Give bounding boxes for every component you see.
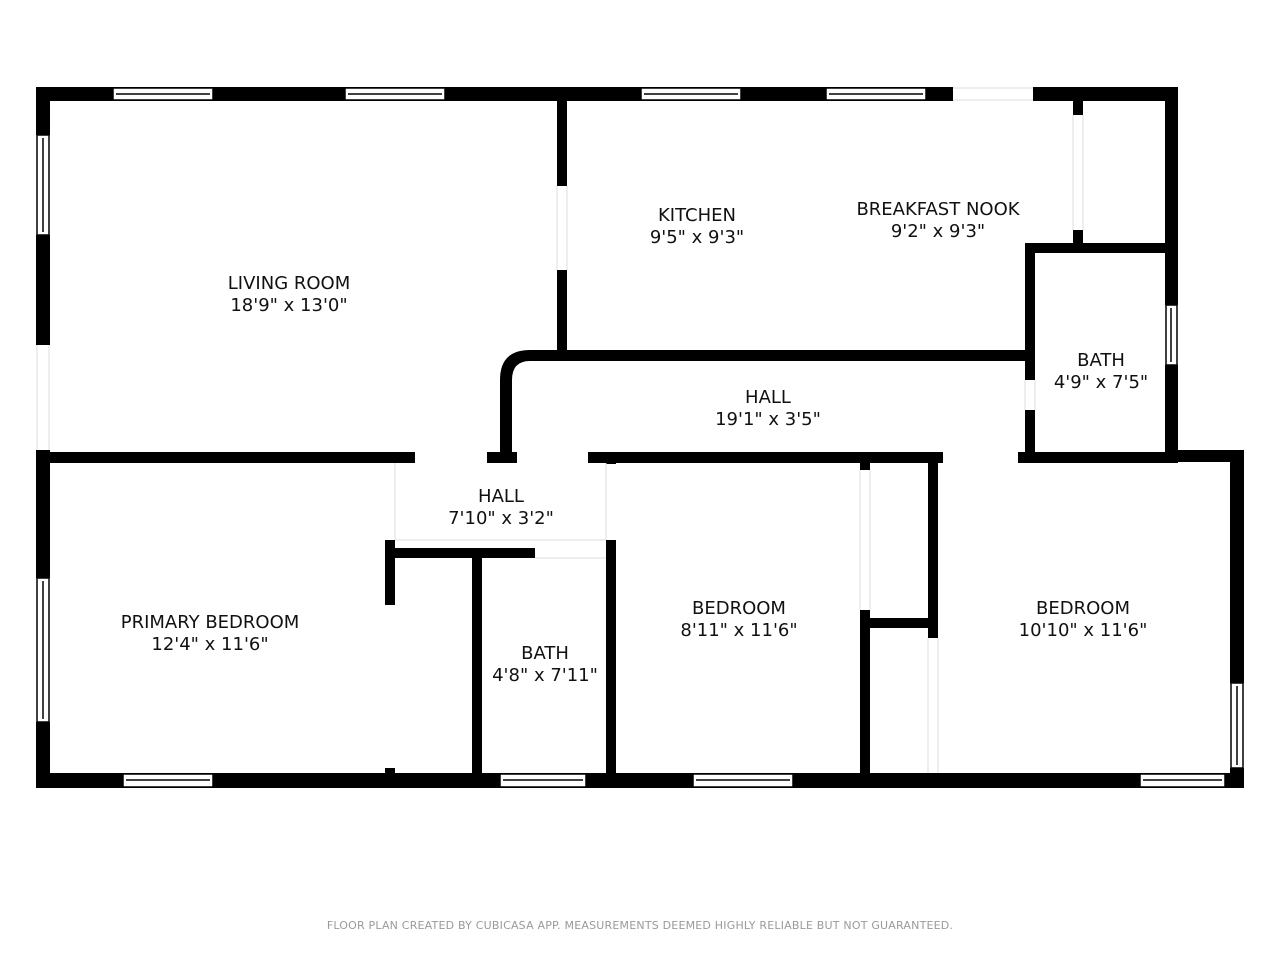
room-name: LIVING ROOM [227,273,351,294]
room-name: BATH [1077,350,1125,371]
room-name: KITCHEN [657,205,736,226]
windows [36,87,1244,788]
walls [36,87,1244,788]
room-size: 4'8" x 7'11" [492,665,598,686]
room-size: 12'4" x 11'6" [151,634,269,655]
disclaimer-footer: FLOOR PLAN CREATED BY CUBICASA APP. MEAS… [326,919,954,932]
room-size: 18'9" x 13'0" [230,295,348,316]
room-name: BATH [521,643,569,664]
room-size: 9'2" x 9'3" [890,221,986,242]
room-name: HALL [478,486,524,507]
room-name: PRIMARY BEDROOM [120,612,300,633]
room-size: 10'10" x 11'6" [1018,620,1148,641]
openings [36,87,1084,773]
room-size: 9'5" x 9'3" [649,227,745,248]
room-size: 8'11" x 11'6" [680,620,798,641]
room-name: HALL [745,387,791,408]
room-size: 7'10" x 3'2" [448,508,554,529]
room-name: BEDROOM [1036,598,1130,619]
room-name: BREAKFAST NOOK [856,199,1020,220]
room-size: 4'9" x 7'5" [1053,372,1149,393]
room-size: 19'1" x 3'5" [715,409,821,430]
room-name: BEDROOM [692,598,786,619]
